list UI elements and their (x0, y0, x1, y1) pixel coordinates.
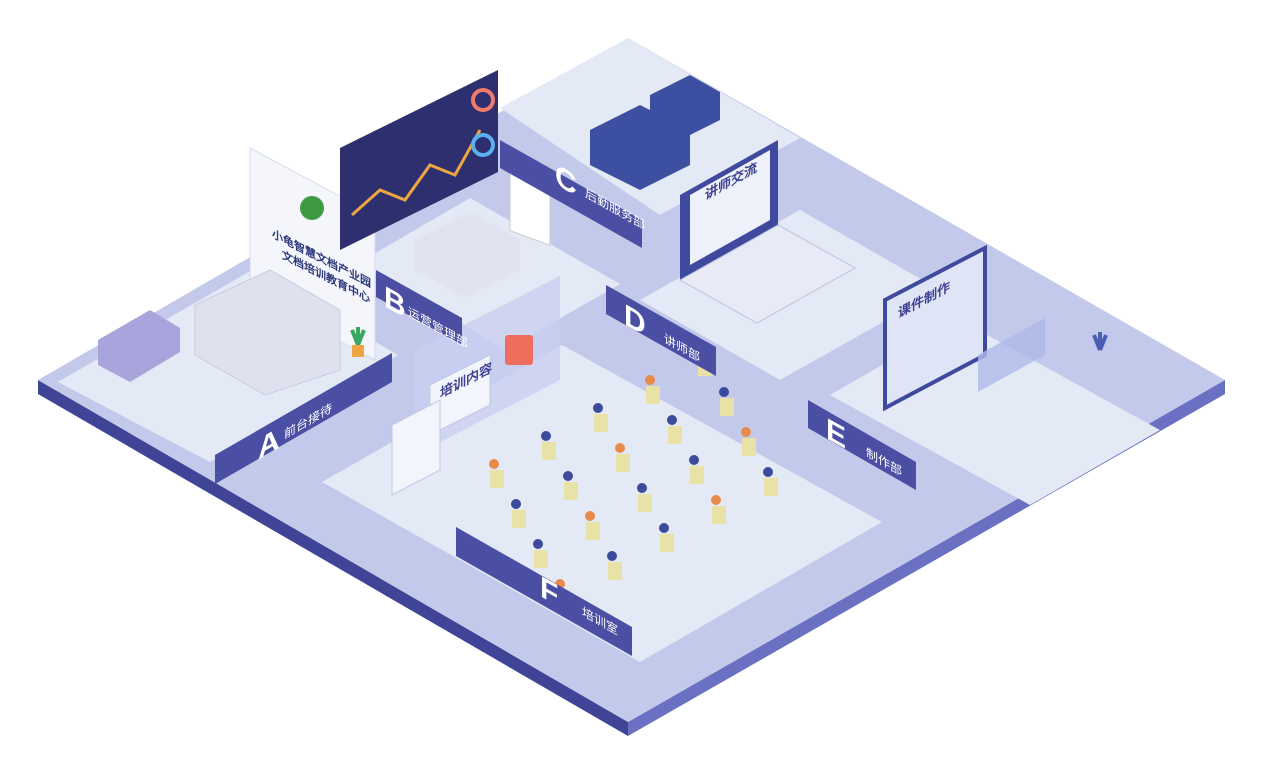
plant-pot (352, 345, 364, 357)
seat (490, 470, 504, 488)
student (511, 499, 521, 509)
seat (616, 454, 630, 472)
seat (564, 482, 578, 500)
reception-desk (194, 269, 341, 396)
seat (668, 426, 682, 444)
plant-icon (1092, 332, 1108, 351)
seat (690, 466, 704, 484)
seat (542, 442, 556, 460)
seat (638, 494, 652, 512)
seat (742, 438, 756, 456)
seat (720, 398, 734, 416)
zone-letter-a: A (258, 421, 280, 467)
dashboard-chart-line (351, 129, 482, 217)
zone-board-b (376, 270, 462, 345)
zone-letter-c: C (555, 157, 577, 203)
floor-side-left (38, 380, 628, 736)
student (533, 539, 543, 549)
student (541, 431, 551, 441)
zone-letter-b: B (384, 279, 406, 325)
seat (660, 534, 674, 552)
seat (594, 414, 608, 432)
chart-card (391, 399, 441, 496)
zone-board-c (500, 140, 642, 248)
student (645, 375, 655, 385)
student (763, 467, 773, 477)
student (667, 415, 677, 425)
student (563, 471, 573, 481)
seat (646, 386, 660, 404)
zone-board-a (215, 353, 392, 484)
student (741, 427, 751, 437)
student (593, 403, 603, 413)
seat (512, 510, 526, 528)
donut-chart-icon (471, 88, 495, 112)
chart-panel (978, 318, 1045, 392)
logo-icon (300, 196, 324, 220)
student (489, 459, 499, 469)
seat (764, 478, 778, 496)
desk-c (650, 75, 720, 140)
user-icon (505, 335, 533, 365)
student (659, 523, 669, 533)
sofa (98, 310, 180, 382)
zone-board-d (606, 285, 716, 376)
dashboard-wall (340, 70, 498, 250)
student (719, 387, 729, 397)
zone-letter-e: E (826, 411, 846, 456)
laptop-base (678, 224, 857, 324)
seat (586, 522, 600, 540)
student (637, 483, 647, 493)
desk-b (415, 212, 520, 298)
plant-icon (350, 327, 366, 346)
seat (712, 506, 726, 524)
zone-letter-d: D (624, 297, 646, 343)
student (585, 511, 595, 521)
seat (534, 550, 548, 568)
laptop-screen-inner (690, 150, 770, 265)
zone-letter-f: F (540, 569, 558, 613)
seat (608, 562, 622, 580)
zone-board-f (456, 527, 632, 656)
zone-board-e (808, 400, 916, 490)
donut-chart-icon (471, 133, 495, 157)
student (607, 551, 617, 561)
student (711, 495, 721, 505)
student (689, 455, 699, 465)
student (615, 443, 625, 453)
